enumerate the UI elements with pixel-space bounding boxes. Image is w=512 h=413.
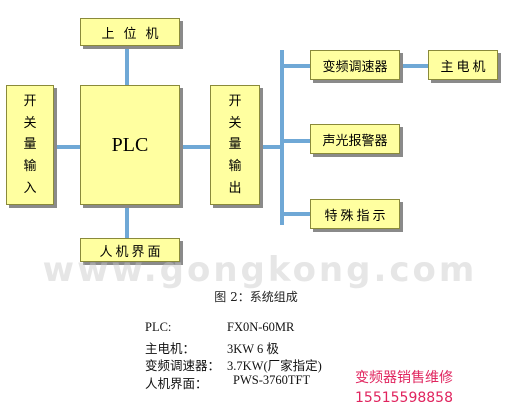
promo-line-2: 15515598858 [355, 390, 453, 406]
hmi-box: 人机界面 [80, 238, 180, 262]
spec-row: PLC: FX0N-60MR [145, 320, 322, 338]
promo-text: 变频器销售维修 15515598858 [355, 368, 453, 408]
switch-output-box: 开 关 量 输 出 [210, 85, 260, 205]
connector-plc-hmi [125, 205, 129, 240]
watermark: www.gongkong.com [42, 250, 478, 290]
plc-label: PLC [111, 133, 149, 156]
spec-label: 主电机： [145, 341, 196, 356]
spec-value: PWS-3760TFT [233, 372, 311, 387]
spec-label: 变频调速器： [145, 359, 221, 373]
connector-host-plc [125, 45, 129, 85]
spec-list: PLC: FX0N-60MR 主电机： 3KW 6 极 变频调速器： 3.7KW… [145, 320, 322, 391]
connector-bus-alarm [282, 139, 310, 143]
connector-input-plc [55, 145, 80, 149]
inverter-box: 变频调速器 [310, 50, 400, 80]
switch-input-box: 开 关 量 输 入 [6, 85, 54, 205]
connector-bus-indicator [282, 212, 310, 216]
host-computer-box: 上位机 [80, 18, 180, 46]
input-char: 入 [23, 181, 37, 197]
indicator-box: 特殊指示 [310, 199, 400, 229]
main-motor-box: 主电机 [428, 50, 498, 80]
connector-plc-output [180, 145, 210, 149]
system-diagram: 上位机 PLC 人机界面 开 关 量 输 入 开 关 量 输 出 变频调速器 主… [6, 18, 498, 262]
output-char: 输 [228, 159, 242, 175]
spec-value: 3.7KW(厂家指定) [227, 359, 322, 373]
host-computer-label: 上位机 [101, 26, 168, 42]
input-char: 开 [23, 93, 37, 109]
input-char: 量 [23, 137, 37, 153]
input-char: 关 [23, 115, 37, 131]
output-char: 关 [228, 115, 242, 131]
figure-caption: 图 2：系统组成 [214, 290, 298, 304]
spec-row: 主电机： 3KW 6 极 [145, 338, 322, 356]
connector-output-bus [260, 145, 282, 149]
connector-inverter-motor [400, 64, 428, 68]
output-char: 出 [228, 181, 242, 197]
spec-row: 变频调速器： 3.7KW(厂家指定) [145, 355, 322, 373]
main-motor-label: 主电机 [440, 59, 489, 75]
spec-label: PLC: [145, 320, 172, 334]
promo-line-1: 变频器销售维修 [355, 370, 453, 386]
indicator-label: 特殊指示 [324, 208, 389, 224]
output-char: 开 [228, 93, 242, 109]
output-char: 量 [228, 137, 242, 153]
connector-bus-inverter [282, 64, 310, 68]
plc-box: PLC [80, 85, 180, 205]
bus-vertical [280, 50, 284, 225]
alarm-label: 声光报警器 [322, 133, 388, 149]
inverter-label: 变频调速器 [322, 59, 388, 75]
spec-label: 人机界面： [145, 376, 208, 391]
spec-row: 人机界面： PWS-3760TFT [145, 373, 322, 391]
hmi-label: 人机界面 [99, 244, 164, 260]
spec-value: 3KW 6 极 [227, 341, 279, 356]
input-char: 输 [23, 159, 37, 175]
spec-value: FX0N-60MR [227, 320, 295, 334]
alarm-box: 声光报警器 [310, 124, 400, 154]
